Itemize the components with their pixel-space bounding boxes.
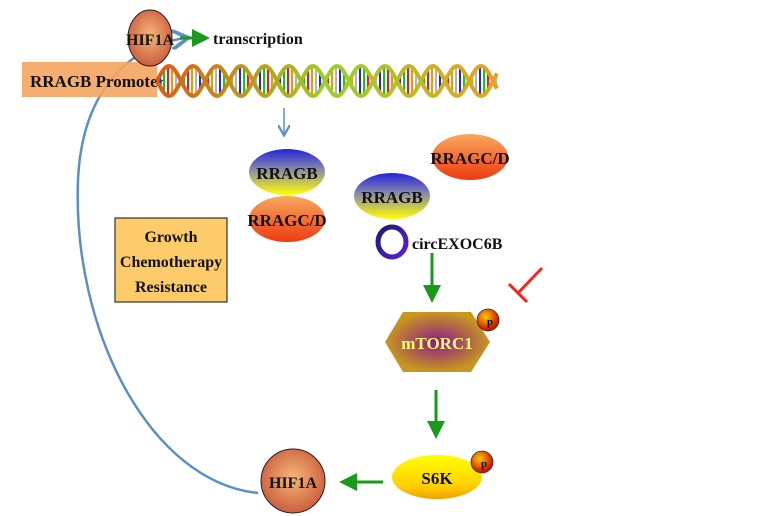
rragcd-right-node [432, 134, 508, 180]
mtorc1-label: mTORC1 [401, 334, 472, 353]
dna-helix-icon [155, 63, 499, 99]
phosphorylation-icon [470, 450, 494, 474]
circexoc6b-label: circEXOC6B [412, 236, 503, 253]
dna-strand [155, 63, 499, 99]
outcome-line: Growth [144, 229, 197, 246]
dna-strand [155, 63, 499, 99]
mtorc1-p-label: p [487, 316, 493, 328]
rragb-right-node [354, 173, 430, 219]
s6k-label: S6K [421, 469, 453, 488]
rragb-right-label: RRAGB [361, 188, 422, 207]
mtorc1-node [385, 312, 490, 372]
outcome-line: Resistance [135, 279, 207, 296]
phosphorylation-icon [476, 308, 500, 332]
promoter-region [22, 62, 157, 97]
rragcd-center-label: RRAGC/D [247, 211, 326, 230]
rragcd-center-node [249, 196, 325, 242]
s6k-node [392, 455, 482, 499]
hif1a-top-node [127, 9, 173, 67]
circrna-ring-icon [375, 224, 409, 260]
s6k-p-label: p [481, 458, 487, 470]
rragb-center-node [249, 149, 325, 195]
hif1a-bottom-node [260, 448, 326, 514]
hif1a-top-label: HIF1A [126, 32, 174, 49]
transcription-label: transcription [213, 31, 303, 48]
rragcd-right-label: RRAGC/D [430, 149, 509, 168]
outcome-line: Chemotherapy [120, 254, 222, 271]
hif1a-bottom-label: HIF1A [269, 475, 317, 492]
promoter-label: RRAGB Promoter [30, 72, 166, 91]
inhibition-mark [507, 266, 544, 304]
rragb-center-label: RRAGB [256, 164, 317, 183]
outcome-box [114, 217, 228, 303]
